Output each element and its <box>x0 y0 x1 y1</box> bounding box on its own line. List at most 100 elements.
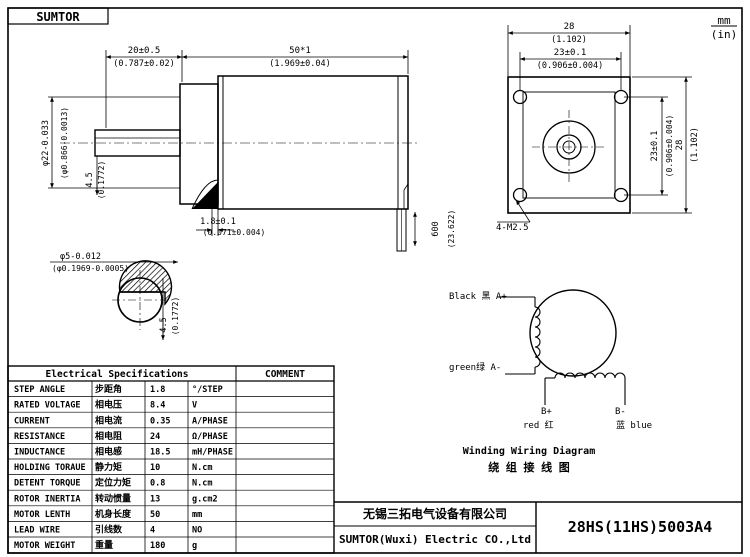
dim-flange-in: (0.071±0.004) <box>203 228 266 237</box>
spec-cell-value: 180 <box>150 541 165 551</box>
dim-body-length: 50*1 <box>289 46 311 56</box>
front-view-dimensions <box>497 25 692 223</box>
sheet-border <box>7 7 743 554</box>
spec-cell-en: HOLDING TORAUE <box>14 463 86 473</box>
spec-cell-value: 0.8 <box>150 479 165 489</box>
spec-row-lines <box>8 396 334 538</box>
spec-row: HOLDING TORAUE 静力矩 10 N.cm <box>14 461 212 473</box>
spec-cell-value: 18.5 <box>150 448 170 458</box>
coil-b <box>554 372 626 379</box>
dim-shaft-diameter-in: (φ0.1969-0.0005) <box>52 264 129 273</box>
spec-row: MOTOR WEIGHT 重量 180 g <box>14 539 197 551</box>
dim-screw: 4-M2.5 <box>496 223 529 233</box>
rotor-circle <box>529 289 617 377</box>
motor-flange <box>179 83 219 205</box>
wire-bminus-label: B- <box>615 407 626 417</box>
spec-cell-en: CURRENT <box>14 416 50 426</box>
spec-cell-en: RATED VOLTAGE <box>14 401 81 411</box>
brand-box <box>7 7 109 25</box>
spec-cell-value: 4 <box>150 526 155 536</box>
spec-cell-unit: Ω/PHASE <box>192 432 228 442</box>
dim-front-width: 28 <box>564 22 575 32</box>
spec-cell-cn: 引线数 <box>95 524 123 536</box>
spec-cell-cn: 相电压 <box>95 399 122 411</box>
motor-body <box>217 75 409 210</box>
spec-cell-en: INDUCTANCE <box>14 448 65 458</box>
dim-front-height-in: (1.102) <box>690 127 700 163</box>
spec-cell-unit: g <box>192 541 197 551</box>
spec-cell-unit: °/STEP <box>192 385 223 395</box>
spec-cell-en: LEAD WIRE <box>14 526 60 536</box>
shaft-section-hatch <box>118 260 173 306</box>
wire-blue-label: 蓝 blue <box>616 419 652 431</box>
model-number: 28HS(11HS)5003A4 <box>568 518 713 536</box>
dim-shaft-diameter: φ5-0.012 <box>60 252 101 262</box>
spec-cell-cn: 重量 <box>95 539 113 551</box>
spec-row: DETENT TORQUE 定位力矩 0.8 N.cm <box>14 477 212 489</box>
front-outline <box>507 76 631 214</box>
side-view <box>60 75 420 252</box>
dim-body-length-in: (1.969±0.04) <box>269 59 330 69</box>
coil-a <box>534 306 541 368</box>
dim-shaft-flat-in: (0.1772) <box>171 297 180 336</box>
spec-cell-cn: 相电流 <box>95 414 122 426</box>
wire-green-label: green绿 A- <box>449 361 501 373</box>
company-name-cn: 无锡三拓电气设备有限公司 <box>362 506 507 521</box>
spec-cell-unit: mm <box>192 510 202 520</box>
dim-lead-in: (23.622) <box>447 210 456 249</box>
dim-shaft-length: 20±0.5 <box>128 46 161 56</box>
dim-lead: 600 <box>431 221 441 236</box>
dim-flat: 4.5 <box>85 172 95 187</box>
dim-flange: 1.8±0.1 <box>200 217 236 227</box>
spec-cell-unit: N.cm <box>192 463 212 473</box>
spec-cell-value: 24 <box>150 432 160 442</box>
wire-red-label: red 红 <box>523 419 554 431</box>
company-name-en: SUMTOR(Wuxi) Electric CO.,Ltd <box>339 533 531 546</box>
spec-cell-value: 0.35 <box>150 416 170 426</box>
spec-cell-value: 10 <box>150 463 160 473</box>
dim-shaft-length-in: (0.787±0.02) <box>113 59 174 69</box>
side-view-dimensions <box>48 50 417 246</box>
spec-cell-value: 1.8 <box>150 385 165 395</box>
lead-outlet <box>191 179 219 210</box>
front-view <box>507 76 631 214</box>
spec-cell-unit: N.cm <box>192 479 212 489</box>
spec-cell-cn: 静力矩 <box>95 461 122 473</box>
shaft-section <box>50 260 178 340</box>
spec-cell-en: DETENT TORQUE <box>14 479 81 489</box>
spec-cell-cn: 定位力矩 <box>94 477 131 489</box>
spec-cell-unit: V <box>192 401 197 411</box>
spec-cell-en: ROTOR INERTIA <box>14 494 81 504</box>
spec-cell-cn: 步距角 <box>95 383 122 395</box>
wiring-title-cn: 绕 组 接 线 图 <box>488 460 570 474</box>
spec-cell-cn: 相电阻 <box>95 430 122 442</box>
spec-cell-en: MOTOR LENTH <box>14 510 70 520</box>
wiring-diagram <box>497 289 626 405</box>
spec-table-comment: COMMENT <box>265 369 305 380</box>
dim-hole-spacing: 23±0.1 <box>554 48 587 58</box>
spec-cell-cn: 转动惯量 <box>95 492 131 504</box>
unit-mm: mm <box>717 14 731 27</box>
unit-in: (in) <box>711 28 738 41</box>
wire-bplus-label: B+ <box>541 407 552 417</box>
spec-cell-en: RESISTANCE <box>14 432 65 442</box>
wire-black-label: Black 黑 A+ <box>449 291 507 302</box>
spec-cell-en: MOTOR WEIGHT <box>14 541 75 551</box>
spec-cell-value: 50 <box>150 510 160 520</box>
dim-hole-vertical: 23±0.1 <box>650 131 660 162</box>
spec-table-title: Electrical Specifications <box>46 369 189 380</box>
dim-shaft-flat: 4.5 <box>159 317 169 332</box>
dim-hole-spacing-in: (0.906±0.004) <box>537 61 604 71</box>
spec-row: CURRENT 相电流 0.35 A/PHASE <box>14 414 228 426</box>
spec-cell-cn: 相电感 <box>95 446 122 458</box>
spec-cell-unit: A/PHASE <box>192 416 228 426</box>
spec-cell-value: 13 <box>150 494 160 504</box>
wiring-title-en: Winding Wiring Diagram <box>463 445 595 457</box>
